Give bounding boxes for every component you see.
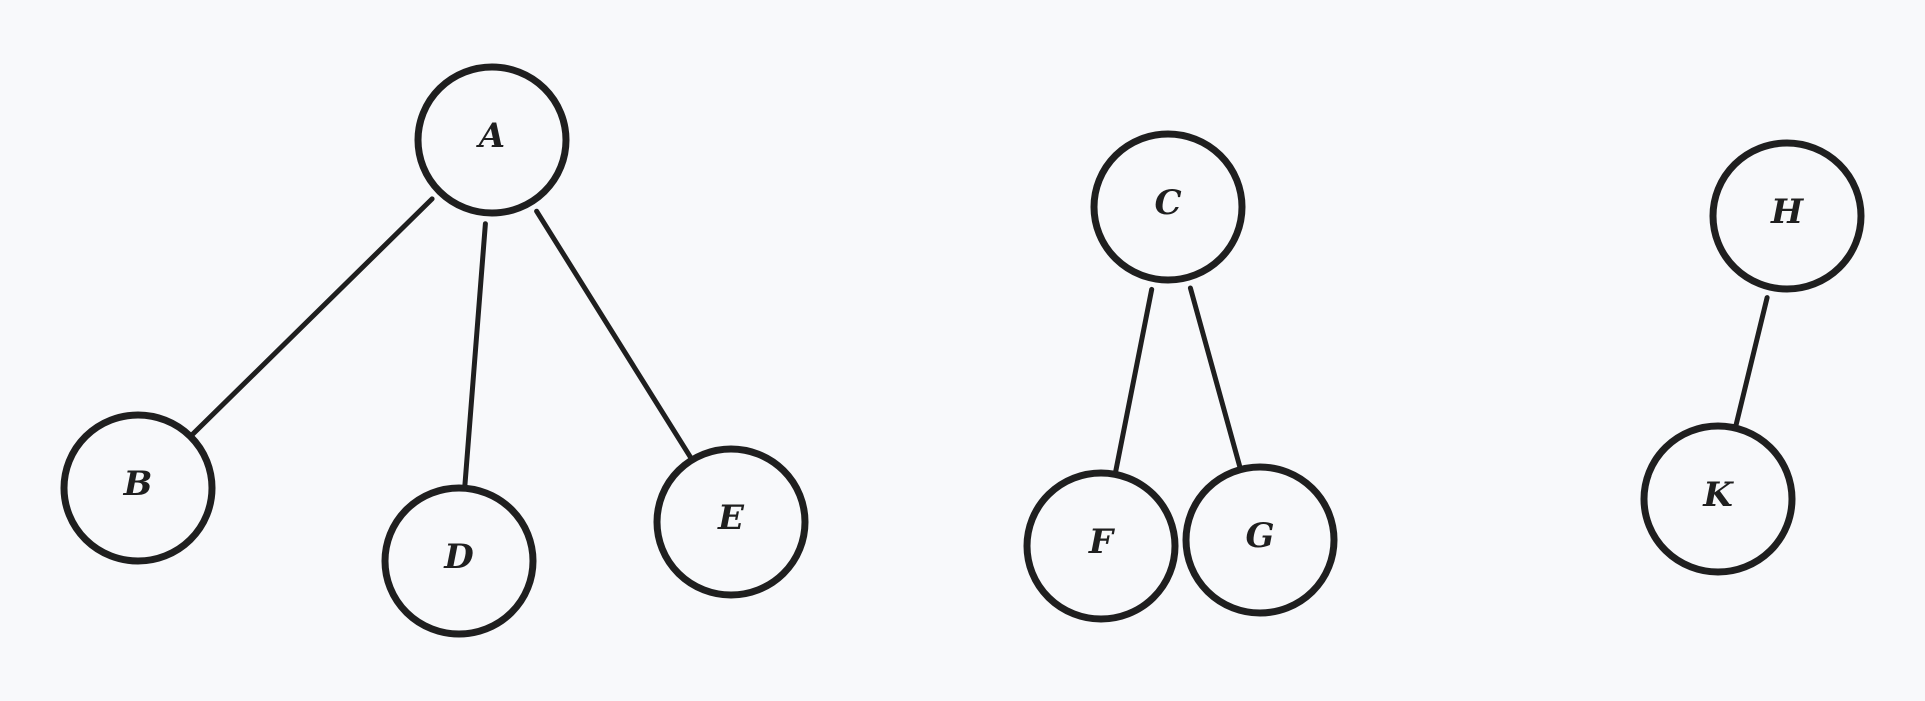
node-circle-a (414, 63, 570, 217)
node-label-b: B (123, 464, 153, 504)
edge-a-d (462, 221, 488, 488)
node-label-f: F (1088, 522, 1116, 562)
node-e: E (653, 445, 809, 599)
node-circle-b (60, 411, 216, 565)
node-circle-h (1709, 139, 1865, 293)
node-label-h: H (1770, 192, 1805, 232)
node-k: K (1640, 422, 1796, 576)
edges-layer (189, 196, 1770, 488)
node-f: F (1023, 469, 1179, 623)
node-circle-k (1640, 422, 1796, 576)
edge-a-b (189, 196, 435, 438)
node-label-d: D (443, 537, 474, 577)
node-label-e: E (717, 498, 745, 538)
node-label-a: A (476, 116, 505, 156)
node-label-g: G (1245, 516, 1274, 556)
node-g: G (1182, 463, 1338, 617)
edge-a-e (534, 208, 694, 461)
edge-c-f (1113, 286, 1155, 474)
node-circle-d (381, 484, 537, 638)
node-label-k: K (1702, 475, 1734, 515)
node-circle-g (1182, 463, 1338, 617)
node-a: A (414, 63, 570, 217)
node-circle-e (653, 445, 809, 599)
node-circle-c (1090, 130, 1246, 284)
nodes-layer: A B D E C F G H K (60, 63, 1865, 638)
node-c: C (1090, 130, 1246, 284)
node-h: H (1709, 139, 1865, 293)
edge-c-g (1187, 285, 1243, 470)
node-d: D (381, 484, 537, 638)
node-circle-f (1023, 469, 1179, 623)
node-b: B (60, 411, 216, 565)
edge-h-k (1733, 295, 1770, 428)
node-label-c: C (1154, 183, 1181, 223)
